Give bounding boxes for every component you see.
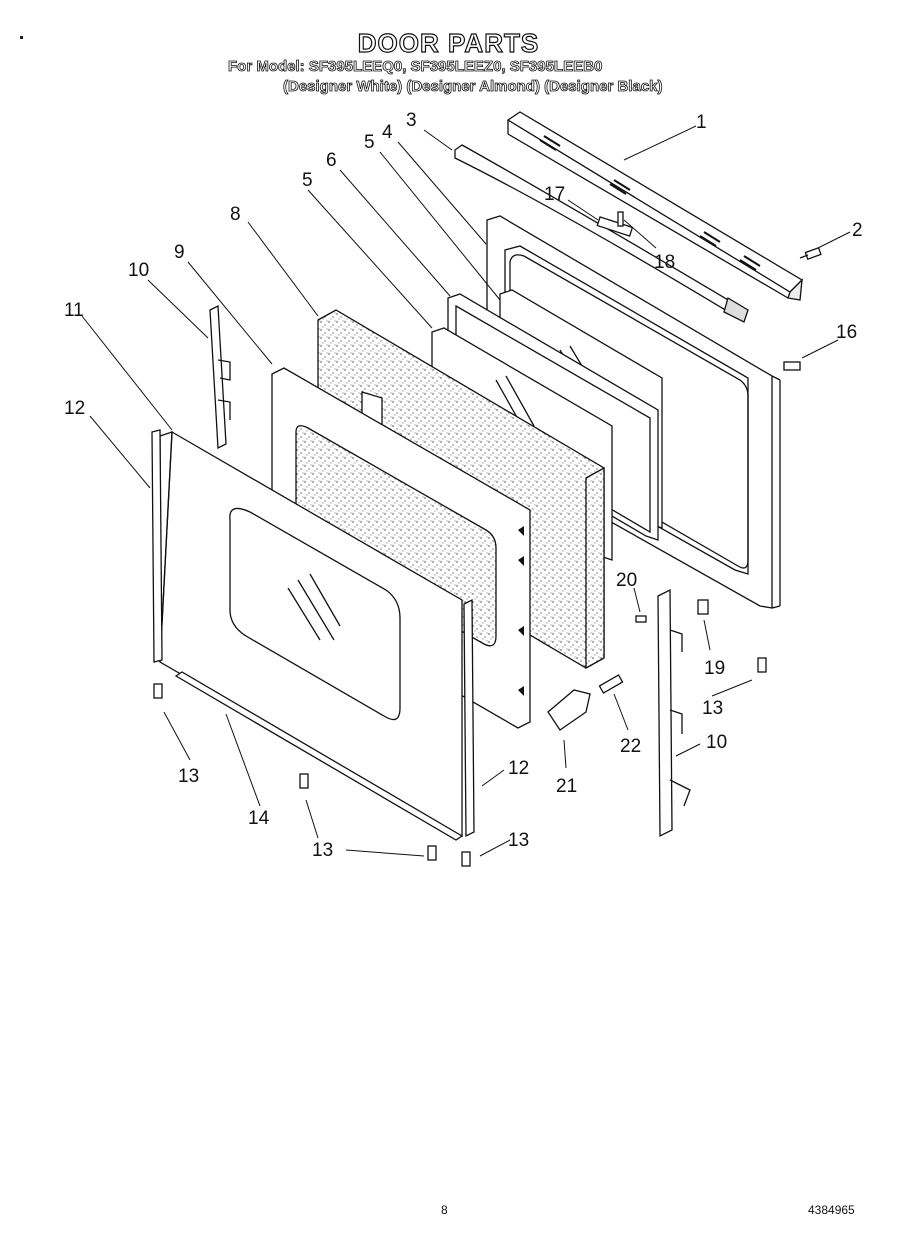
callout-18: 18 <box>654 252 675 273</box>
callout-4: 4 <box>382 122 393 143</box>
callout-12-left: 12 <box>64 398 85 419</box>
part-screw-18 <box>617 211 624 227</box>
callout-13-right: 13 <box>702 698 723 719</box>
page-title: DOOR PARTS <box>357 27 540 58</box>
callout-12-right: 12 <box>508 758 529 779</box>
part-vent-trim <box>506 111 804 301</box>
callout-16: 16 <box>836 322 857 343</box>
part-bottom-trim <box>174 671 464 841</box>
callout-21: 21 <box>556 776 577 797</box>
callout-5-lower: 5 <box>302 170 313 191</box>
part-hinge-channel-right <box>657 588 691 838</box>
callout-8: 8 <box>230 204 241 225</box>
document-code: 4384965 <box>808 1203 855 1217</box>
part-side-trim-left <box>151 429 163 663</box>
part-screw-13d <box>461 851 471 867</box>
callout-1: 1 <box>696 112 707 133</box>
part-spring-22 <box>598 674 624 694</box>
callout-13-left: 13 <box>178 766 199 787</box>
callout-13-bottom-right: 13 <box>508 830 529 851</box>
callout-10-left: 10 <box>128 260 149 281</box>
part-clip-19 <box>697 599 709 615</box>
callout-9: 9 <box>174 242 185 263</box>
callout-11: 11 <box>64 300 84 321</box>
model-numbers: For Model: SF395LEEQ0, SF395LEEZ0, SF395… <box>228 58 603 76</box>
leader-lines <box>81 125 851 857</box>
part-screw-16 <box>783 361 801 371</box>
part-screw-2 <box>799 246 822 260</box>
callout-19: 19 <box>704 658 725 679</box>
part-screw-13a <box>153 683 163 699</box>
model-variants: (Designer White) (Designer Almond) (Desi… <box>283 78 663 96</box>
callout-20: 20 <box>616 570 637 591</box>
part-screw-13b <box>299 773 309 789</box>
callout-2: 2 <box>852 220 863 241</box>
callout-14: 14 <box>248 808 270 829</box>
callout-5-upper: 5 <box>364 132 375 153</box>
callout-17: 17 <box>544 184 565 205</box>
callout-10-right: 10 <box>706 732 727 753</box>
corner-mark <box>20 36 23 39</box>
callout-6: 6 <box>326 150 337 171</box>
part-hinge-channel-left <box>209 304 231 450</box>
part-clip-17 <box>596 216 634 237</box>
part-screw-20 <box>635 615 647 623</box>
part-screw-13c <box>427 845 437 861</box>
part-bracket-21 <box>547 689 591 731</box>
callout-3: 3 <box>406 110 417 131</box>
part-outer-door-11 <box>159 430 463 838</box>
part-side-trim-right <box>463 598 475 838</box>
page-number: 8 <box>441 1203 448 1217</box>
part-screw-13e <box>757 657 767 673</box>
callout-22: 22 <box>620 736 641 757</box>
callout-13-bottom: 13 <box>312 840 333 861</box>
callout-labels: 1 2 3 4 5 5 6 8 9 10 11 12 16 17 18 20 1… <box>64 110 863 861</box>
